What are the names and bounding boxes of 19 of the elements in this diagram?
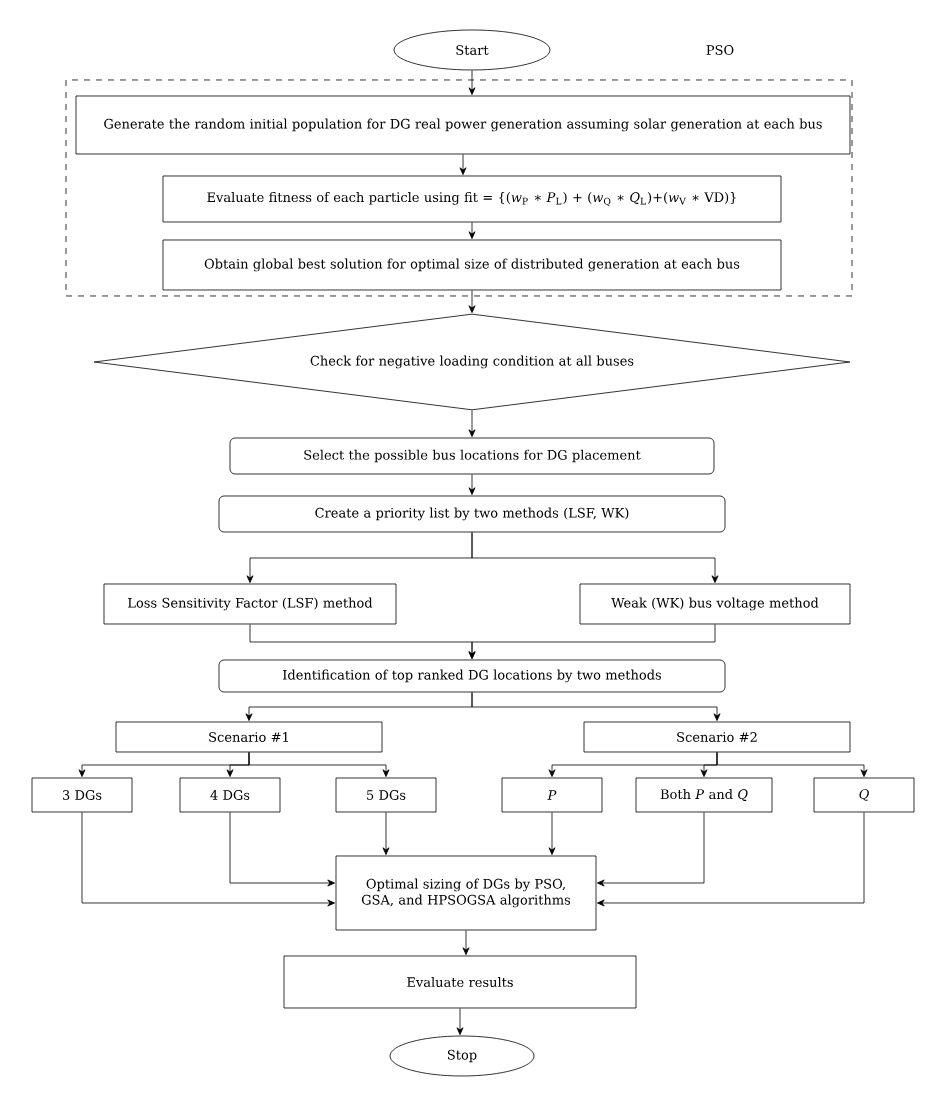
arrow xyxy=(597,812,705,887)
arrow xyxy=(456,1008,464,1035)
arrow xyxy=(468,69,476,95)
arrow xyxy=(468,624,716,659)
arrow xyxy=(382,812,390,855)
arrow xyxy=(468,290,476,313)
arrow xyxy=(468,222,476,239)
arrow xyxy=(548,812,556,855)
arrow xyxy=(229,812,335,887)
arrow xyxy=(716,752,868,777)
arrow xyxy=(471,692,721,721)
arrow xyxy=(248,752,390,777)
arrow xyxy=(468,410,476,437)
arrow xyxy=(597,812,865,907)
arrow xyxy=(81,812,335,907)
arrow xyxy=(471,532,719,583)
arrow xyxy=(459,154,467,175)
arrow xyxy=(462,930,470,955)
arrow xyxy=(468,474,476,495)
